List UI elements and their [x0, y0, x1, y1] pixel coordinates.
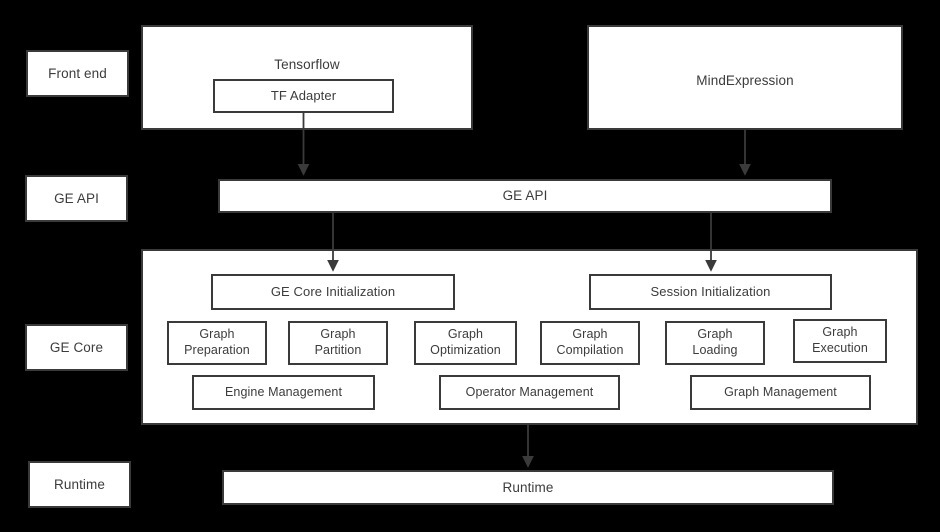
- graph-preparation-line1: Graph: [199, 327, 235, 342]
- session-initialization-box[interactable]: Session Initialization: [589, 274, 832, 310]
- ge-api-bar-label: GE API: [502, 188, 548, 204]
- operator-management-label: Operator Management: [465, 385, 594, 400]
- layer-label-front-end: Front end: [26, 50, 129, 97]
- mindexpression-panel[interactable]: MindExpression: [587, 25, 903, 130]
- layer-label-ge-core-text: GE Core: [49, 339, 104, 355]
- graph-preparation-line2: Preparation: [184, 343, 250, 357]
- graph-compilation-line1: Graph: [572, 327, 608, 342]
- graph-loading-line2: Loading: [692, 343, 738, 357]
- graph-management-box[interactable]: Graph Management: [690, 375, 871, 410]
- layer-label-ge-core: GE Core: [25, 324, 128, 371]
- layer-label-ge-api: GE API: [25, 175, 128, 222]
- graph-optimization-line1: Graph: [447, 327, 484, 342]
- tf-adapter-box[interactable]: TF Adapter: [213, 79, 394, 113]
- tf-adapter-label: TF Adapter: [270, 88, 337, 104]
- mindexpression-panel-title: MindExpression: [696, 73, 794, 88]
- graph-management-label: Graph Management: [724, 385, 837, 400]
- layer-label-ge-api-text: GE API: [54, 190, 99, 206]
- graph-execution-line1: Graph: [822, 325, 858, 340]
- engine-management-label: Engine Management: [224, 385, 343, 400]
- graph-compilation-line2: Compilation: [556, 343, 624, 357]
- session-initialization-label: Session Initialization: [650, 284, 771, 300]
- graph-execution-line2: Execution: [812, 341, 868, 355]
- graph-optimization-line2: Optimization: [430, 343, 501, 357]
- ge-core-initialization-box[interactable]: GE Core Initialization: [211, 274, 455, 310]
- tensorflow-panel-title: Tensorflow: [274, 57, 340, 72]
- operator-management-box[interactable]: Operator Management: [439, 375, 620, 410]
- layer-label-front-end-text: Front end: [48, 65, 107, 81]
- runtime-bar-label: Runtime: [502, 479, 554, 495]
- graph-loading-line1: Graph: [697, 327, 733, 342]
- tensorflow-panel[interactable]: Tensorflow: [141, 25, 473, 130]
- graph-partition-line2: Partition: [314, 343, 362, 357]
- ge-core-initialization-label: GE Core Initialization: [270, 284, 396, 300]
- runtime-bar[interactable]: Runtime: [222, 470, 834, 505]
- layer-label-runtime-text: Runtime: [54, 476, 105, 492]
- engine-management-box[interactable]: Engine Management: [192, 375, 375, 410]
- ge-api-bar[interactable]: GE API: [218, 179, 832, 213]
- layer-label-runtime: Runtime: [28, 461, 131, 508]
- graph-partition-line1: Graph: [320, 327, 356, 342]
